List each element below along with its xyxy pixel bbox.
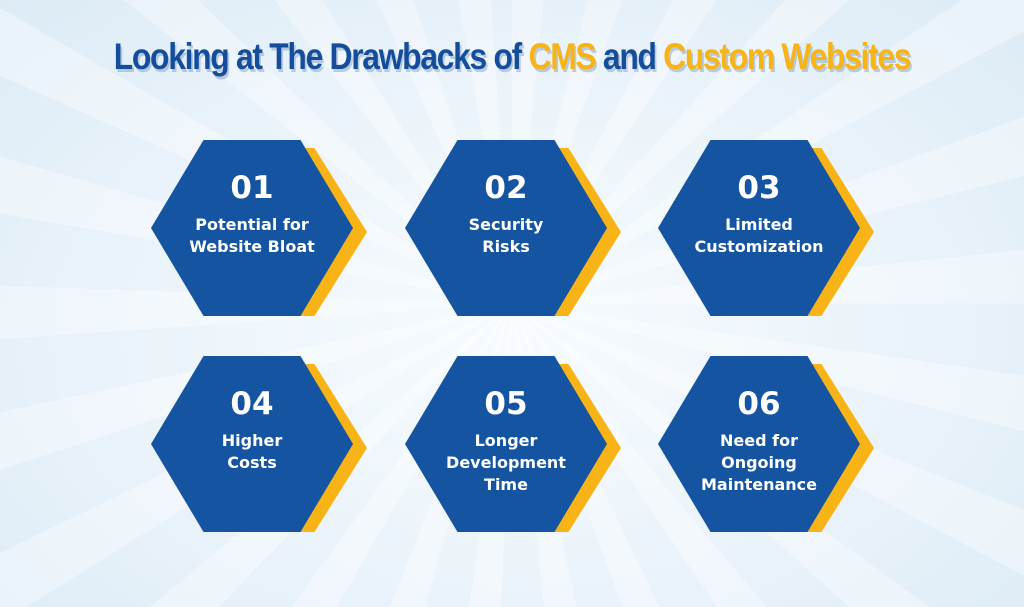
card-label: Higher Costs [221,431,283,472]
drawback-card-03: 03 Limited Customization [658,140,874,316]
title-text: and [595,36,664,77]
card-number: 01 [230,170,274,206]
card-label: Limited Customization [694,215,824,256]
drawback-card-05: 05 Longer Development Time [405,356,621,532]
card-number: 05 [484,386,528,422]
page-title: Looking at The Drawbacks of CMS and Cust… [72,36,953,78]
card-number: 02 [484,170,528,206]
card-number: 04 [230,386,274,422]
drawback-card-01: 01 Potential for Website Bloat [151,140,367,316]
title-highlight-cms: CMS [528,36,597,77]
title-text: Looking at The Drawbacks of [113,36,529,77]
title-highlight-custom: Custom Websites [663,36,911,77]
drawback-card-06: 06 Need for Ongoing Maintenance [658,356,874,532]
card-label: Need for Ongoing Maintenance [700,431,817,494]
card-label: Potential for Website Bloat [189,215,315,256]
drawback-card-04: 04 Higher Costs [151,356,367,532]
card-number: 03 [737,170,781,206]
card-number: 06 [737,386,781,422]
card-label: Security Risks [468,215,544,256]
drawback-card-02: 02 Security Risks [405,140,621,316]
card-label: Longer Development Time [446,431,566,494]
